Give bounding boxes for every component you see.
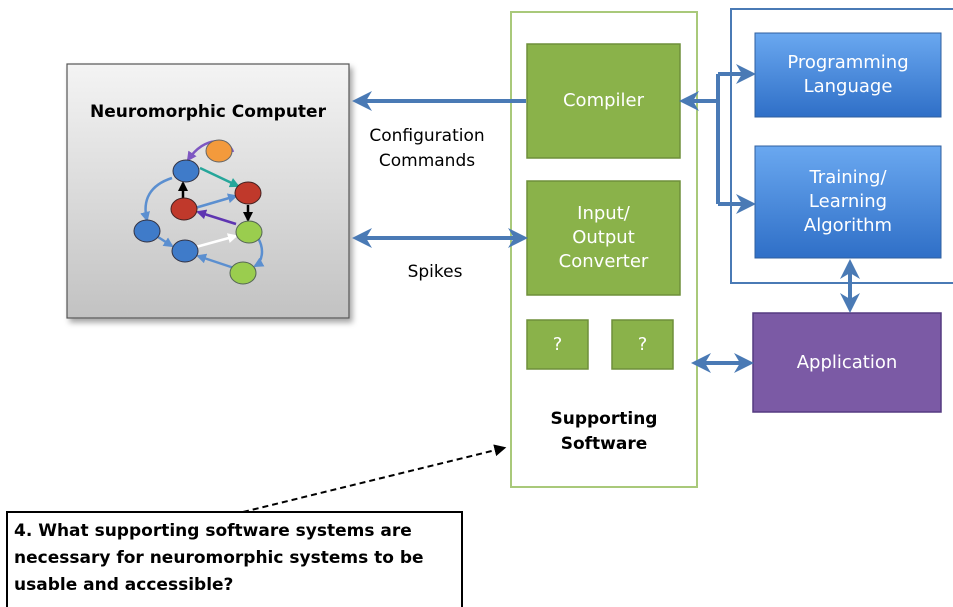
network-graph-icon <box>133 139 265 285</box>
application-box <box>752 312 942 413</box>
compiler-box <box>526 43 681 159</box>
unknown-box-1 <box>526 319 589 370</box>
neuromorphic-title: Neuromorphic Computer <box>90 102 326 122</box>
application-label: Application <box>796 351 898 373</box>
unknown-box-2 <box>611 319 674 370</box>
unknown-label-1: ? <box>552 333 563 355</box>
io-converter-label: Input/ Output Converter <box>558 203 649 272</box>
spikes-label: Spikes <box>407 262 463 282</box>
compiler-label: Compiler <box>562 90 645 111</box>
compiler-tools-connector <box>679 64 756 214</box>
unknown-label-2: ? <box>637 333 648 355</box>
question-box <box>6 511 463 607</box>
training-algorithm-box <box>754 145 942 259</box>
supporting-software-frame <box>510 11 698 488</box>
training-algorithm-label: Training/ Learning Algorithm <box>803 167 893 236</box>
io-converter-box <box>526 180 681 296</box>
neuromorphic-computer-box <box>66 63 350 319</box>
supporting-software-label: Supporting Software <box>550 409 658 454</box>
question-pointer-arrow <box>242 444 507 513</box>
programming-language-label: Programming Language <box>787 52 909 97</box>
configuration-commands-label: Configuration Commands <box>369 126 485 171</box>
question-text: 4. What supporting software systems are … <box>14 521 424 595</box>
programming-language-box <box>754 32 942 118</box>
